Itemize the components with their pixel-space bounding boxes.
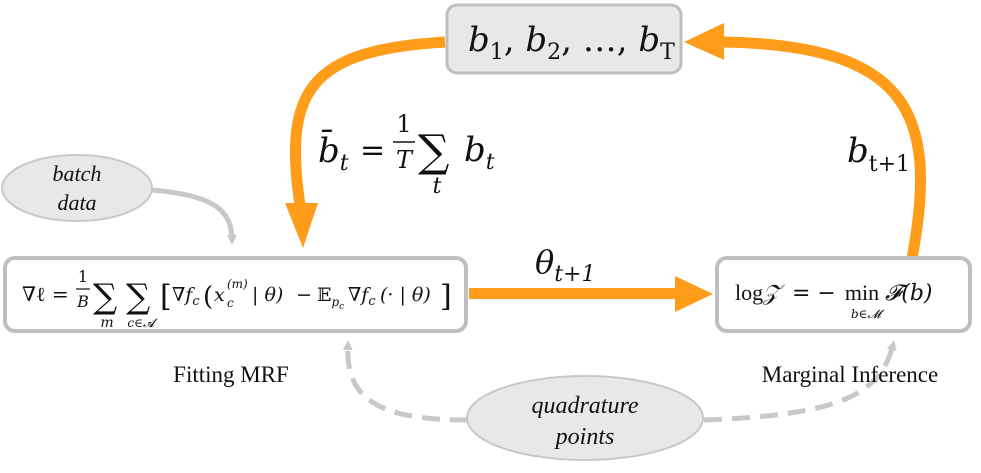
avg-sum: ∑ [418,126,449,177]
grad-x-sub: c [227,296,234,310]
quadrature-points-ellipse [466,375,704,461]
batch-data-ellipse [1,154,153,222]
grad-minus: − [296,284,312,306]
avg-equals: = [360,133,385,168]
grad-expect: 𝔼pc [317,284,344,312]
grad-bracket-open: [ [160,279,172,314]
batch-data-line1: batch [53,161,102,186]
arrow-quadrature-to-marginal [703,340,897,423]
theta-label: θt+1 [535,243,596,287]
mi-log: log𝒵 [735,280,785,305]
grad-sum-1: ∑ [93,277,117,317]
average-beliefs-equation: b̄t = 1 T ∑ t bt [318,110,495,199]
arrowhead-marginal-to-beliefs [684,23,724,60]
log-partition-formula: log𝒵 = − min b∈𝓜 𝓕(b) [735,280,933,321]
grad-given-theta: | θ) [252,284,283,306]
grad-paren-open: ( [203,282,213,312]
arrow-fitting-to-marginal-shaft [469,288,677,299]
grad-lhs: ∇ℓ = [22,282,69,306]
gradient-formula: ∇ℓ = 1 B ∑ m ∑ c∈𝓐 [ ∇fc ( x (m) c | θ) … [22,267,452,331]
batch-data-line2: data [57,190,96,215]
grad-frac-den: B [76,292,89,311]
marginal-inference-caption: Marginal Inference [762,362,938,387]
arrow-quadrature-to-fitting [342,340,469,423]
arrowhead-fitting-to-marginal [675,276,713,312]
mi-F: 𝓕(b) [885,281,933,306]
grad-term-1: ∇fc [172,284,200,309]
grad-sum-1-sub: m [100,315,113,331]
mi-min: min [845,280,879,305]
grad-dot-theta: (· | θ) [380,284,431,306]
mi-min-sub: b∈𝓜 [851,307,885,321]
arrow-marginal-to-beliefs [721,36,927,260]
avg-term: bt [464,130,495,175]
beliefs-sequence: b1, b2, …, bT [468,20,675,65]
quadrature-line1: quadrature [531,393,638,419]
marginal-inference-box [715,256,972,333]
grad-term-2: ∇fc [348,284,376,309]
grad-x: x [214,284,225,306]
arrow-batch-to-fitting [151,187,237,245]
grad-sum-2-sub: c∈𝓐 [127,316,159,330]
grad-frac-num: 1 [78,267,88,286]
arrow-beliefs-to-fitting [289,36,446,206]
grad-sum-2: ∑ [126,277,150,317]
avg-lhs: b̄t [318,129,349,176]
avg-frac-num: 1 [396,110,411,138]
grad-x-sup: (m) [227,277,248,291]
avg-frac-den: T [396,146,414,174]
quadrature-line2: points [554,424,615,450]
avg-sum-sub: t [433,174,442,199]
grad-bracket-close: ] [440,279,452,314]
arrowhead-beliefs-to-fitting [285,203,318,248]
next-beliefs-label: bt+1 [847,131,910,177]
fitting-mrf-caption: Fitting MRF [173,362,289,387]
mi-eq: = − [792,281,836,306]
beliefs-box [445,3,683,75]
fitting-mrf-box [3,256,468,333]
